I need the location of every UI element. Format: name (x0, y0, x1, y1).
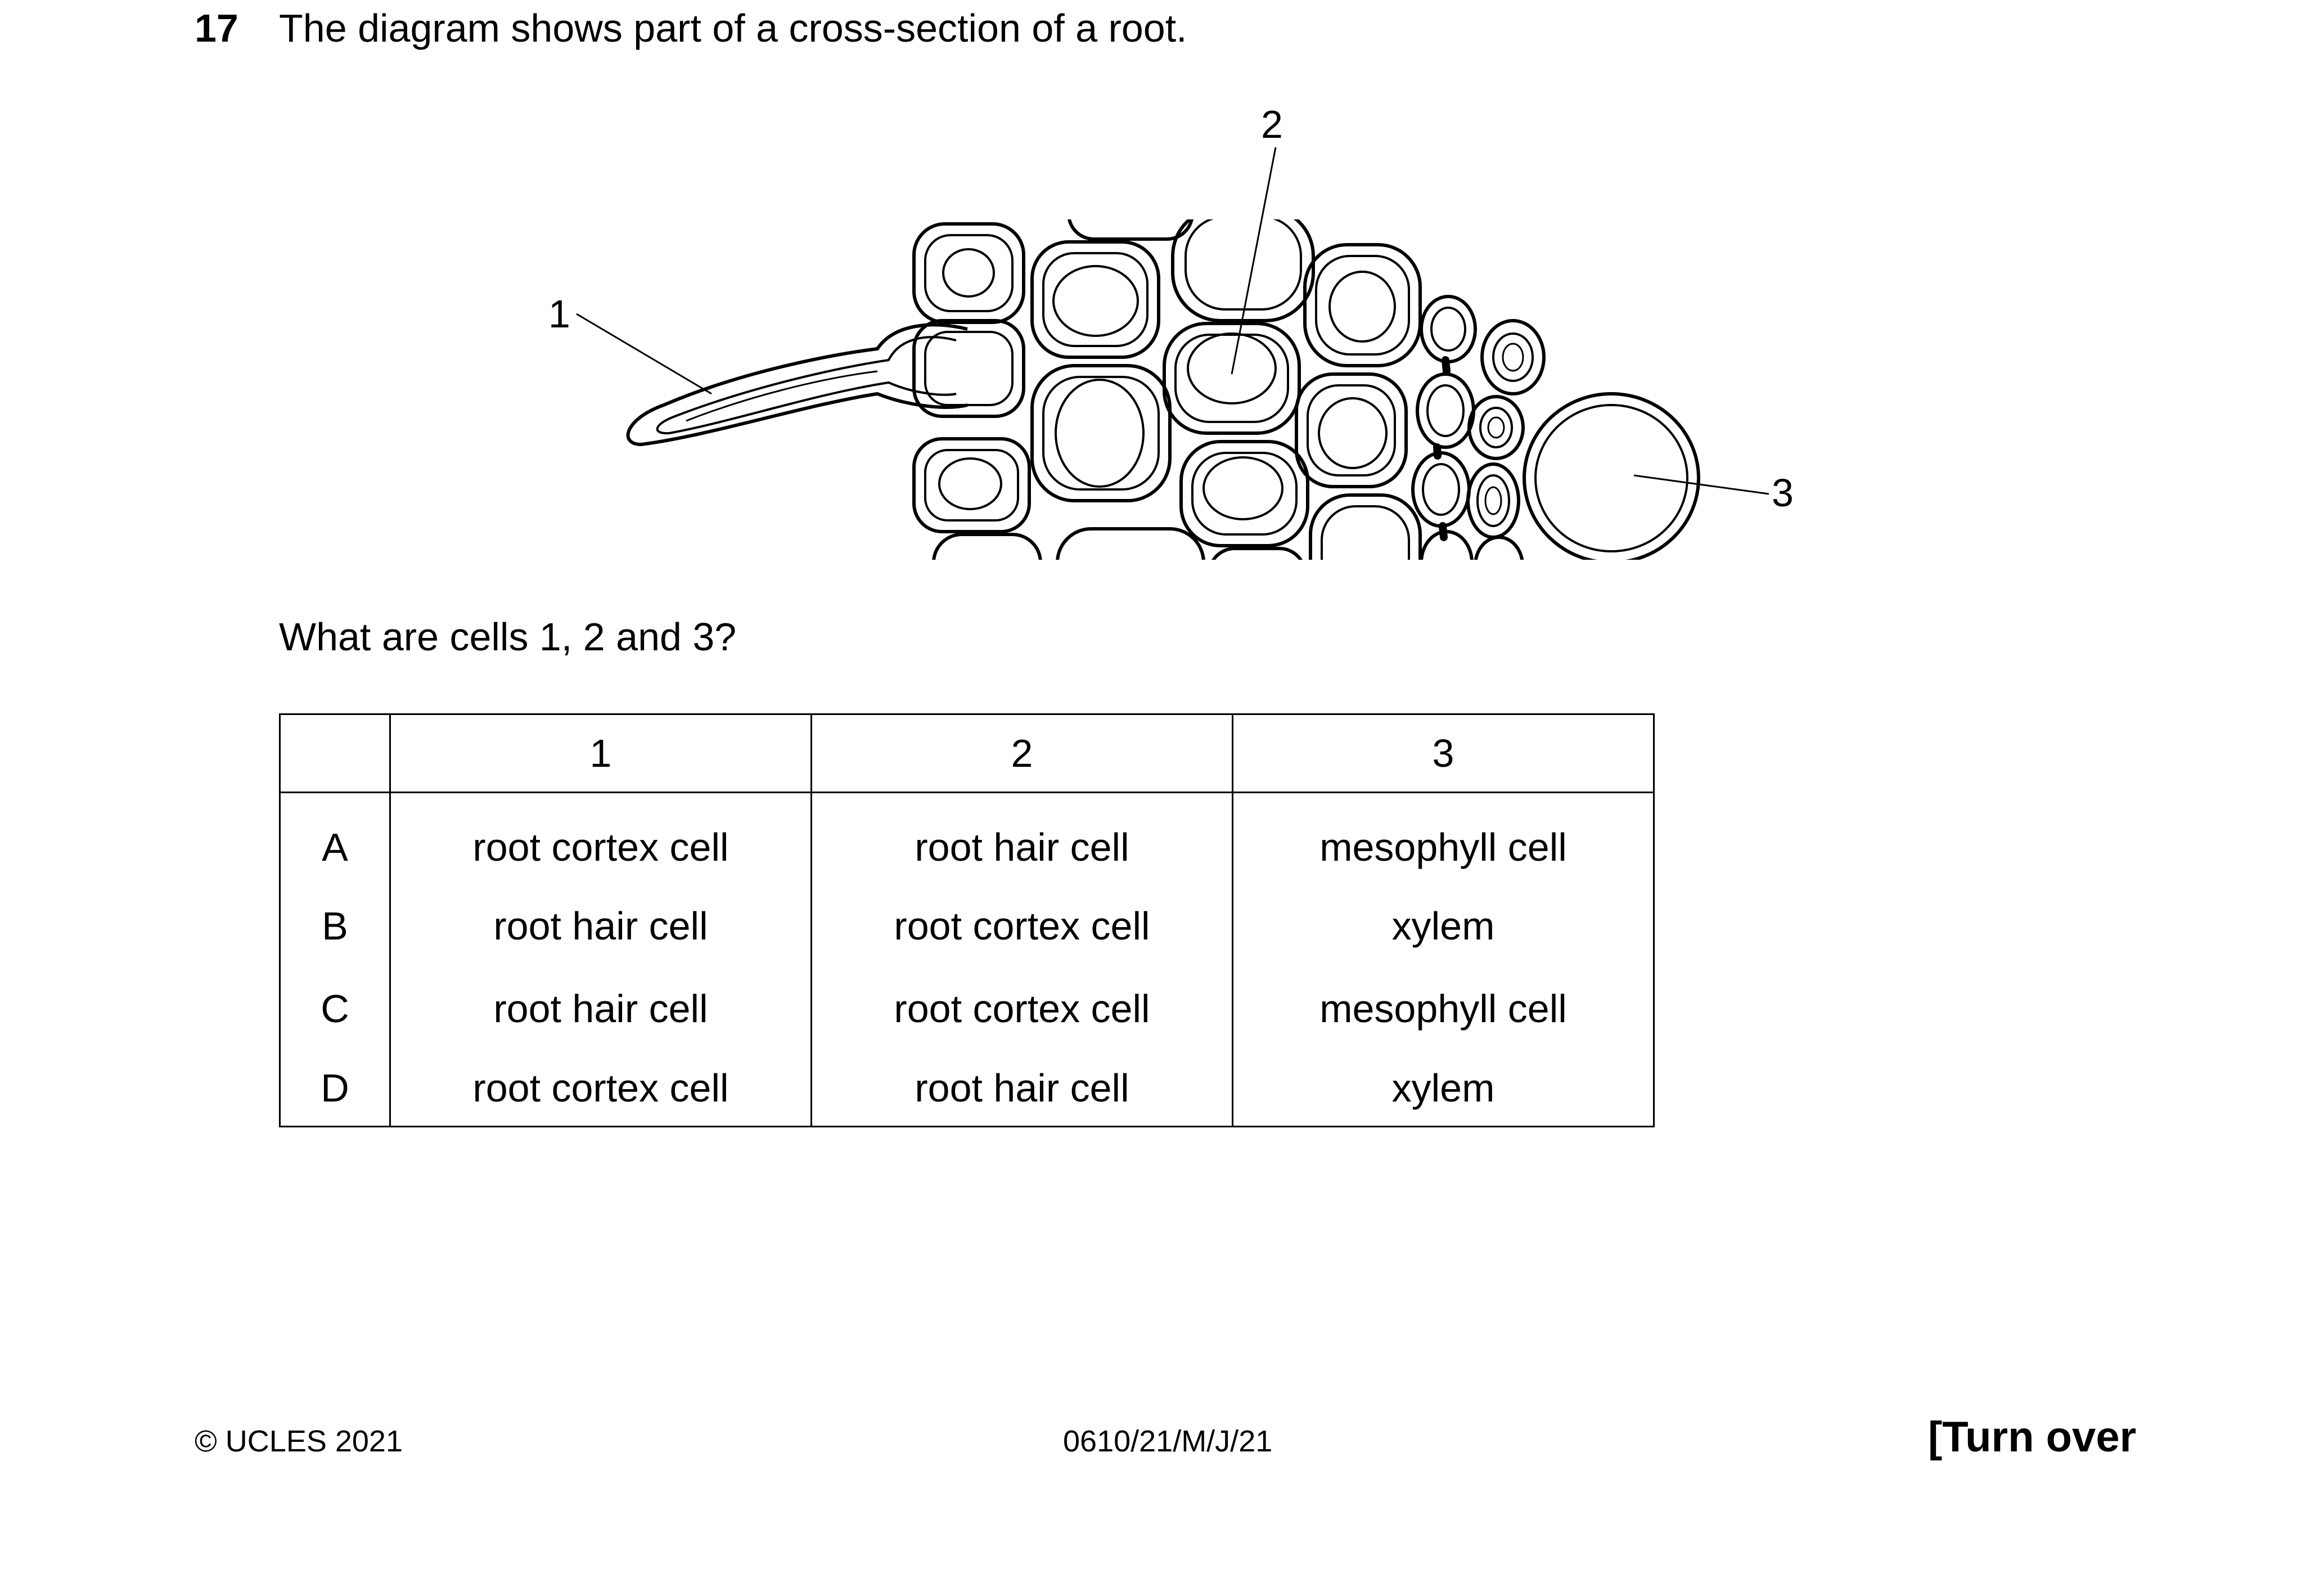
table-cell: root hair cell (810, 792, 1233, 884)
table-header-row: 1 2 3 (279, 713, 1655, 793)
cortex-cell (912, 437, 1031, 533)
root-hair-cell (626, 323, 968, 446)
table-row-b[interactable]: B root hair cell root cortex cell xylem (279, 884, 1655, 967)
cortex-cell (1030, 364, 1172, 502)
diagram-label-3: 3 (1772, 471, 1794, 515)
cortex-cell (1309, 493, 1422, 560)
cortex-cell (932, 527, 1303, 560)
table-cell: mesophyll cell (1232, 967, 1655, 1050)
table-row-d[interactable]: D root cortex cell root hair cell xylem (279, 1050, 1655, 1127)
cortex-cell (1303, 243, 1422, 367)
table-cell: mesophyll cell (1232, 792, 1655, 884)
cortex-cell (912, 222, 1025, 324)
question-prompt: What are cells 1, 2 and 3? (279, 615, 737, 659)
answer-table: 1 2 3 A root cortex cell root hair cell … (279, 713, 1655, 1127)
table-cell: xylem (1232, 884, 1655, 967)
cortex-cell (1030, 240, 1160, 359)
table-cell: root hair cell (389, 884, 812, 967)
question-text: The diagram shows part of a cross-sectio… (279, 6, 1187, 50)
table-cell: root cortex cell (810, 884, 1233, 967)
footer-paper-code: 0610/21/M/J/21 (1063, 1424, 1273, 1458)
option-letter[interactable]: C (279, 967, 391, 1050)
header-cell-2: 2 (810, 713, 1233, 793)
cortex-cell (1068, 219, 1193, 241)
option-letter[interactable]: D (279, 1050, 391, 1127)
table-cell: root hair cell (389, 967, 812, 1050)
table-cell: root cortex cell (389, 1050, 812, 1127)
cortex-cell (1171, 219, 1315, 322)
cortex-cell (1179, 440, 1309, 547)
question-number: 17 (195, 6, 238, 50)
cortex-cell (1295, 372, 1408, 488)
header-blank (279, 713, 391, 793)
header-cell-1: 1 (389, 713, 812, 793)
table-row-c[interactable]: C root hair cell root cortex cell mesoph… (279, 967, 1655, 1050)
diagram-label-1: 1 (548, 292, 570, 336)
pericycle-cell (1466, 319, 1546, 560)
cortex-cell-2 (1163, 322, 1301, 435)
footer-copyright: © UCLES 2021 (195, 1424, 403, 1458)
endodermis-cell (1411, 295, 1477, 560)
option-letter[interactable]: B (279, 884, 391, 967)
cortex-cell (912, 319, 1025, 418)
header-cell-3: 3 (1232, 713, 1655, 793)
table-row-a[interactable]: A root cortex cell root hair cell mesoph… (279, 792, 1655, 884)
option-letter[interactable]: A (279, 792, 391, 884)
table-cell: root cortex cell (389, 792, 812, 884)
diagram-label-2: 2 (1261, 102, 1283, 146)
table-cell: root hair cell (810, 1050, 1233, 1127)
root-cross-section-diagram: 1 2 3 (548, 102, 1794, 560)
table-cell: xylem (1232, 1050, 1655, 1127)
table-cell: root cortex cell (810, 967, 1233, 1050)
footer-turn-over: [Turn over (1928, 1413, 2137, 1461)
xylem-vessel (1523, 392, 1700, 560)
